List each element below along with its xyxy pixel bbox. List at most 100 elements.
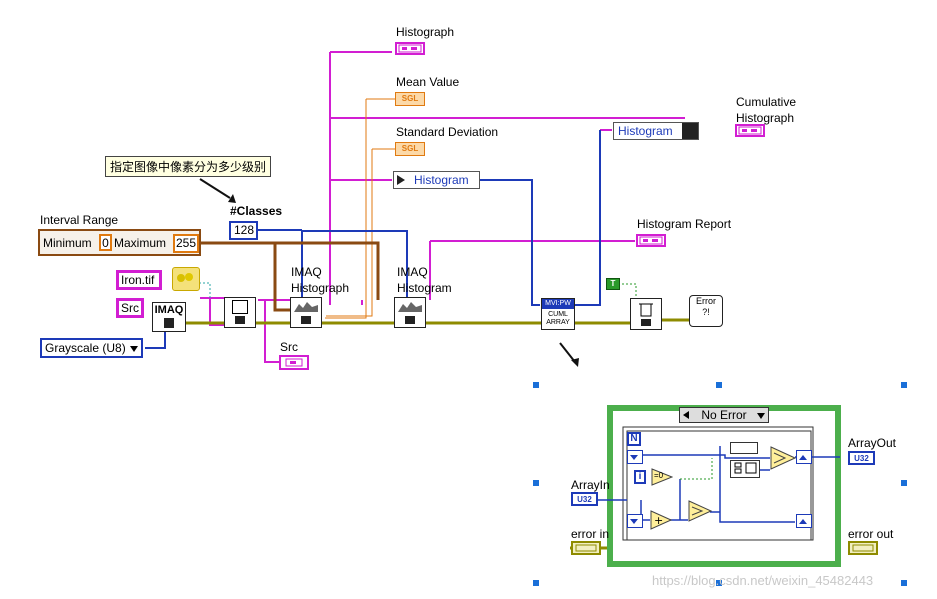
chevron-down-icon [757, 413, 765, 419]
imaq-histogram-label: IMAQ Histogram [397, 265, 452, 295]
case-selector[interactable]: No Error [679, 407, 769, 423]
src-indicator-label: Src [280, 340, 298, 354]
minimum-field[interactable]: 0 [99, 234, 112, 251]
chevron-left-icon [683, 411, 689, 419]
select-icon [770, 446, 797, 470]
compare-icon [651, 468, 674, 486]
histograph-indicator[interactable] [395, 42, 425, 55]
imaq-histogram-node[interactable] [394, 297, 426, 328]
equal-zero-node[interactable]: =0 [651, 468, 674, 486]
std-dev-label: Standard Deviation [396, 125, 499, 139]
error-out-label: error out [848, 527, 894, 541]
imaq-histograph-node[interactable] [290, 297, 322, 328]
equal-zero-label: =0 [654, 471, 664, 480]
src-indicator[interactable] [279, 355, 309, 370]
n-terminal: N [627, 432, 641, 446]
selection-handle[interactable] [533, 480, 539, 486]
cluster-icon [852, 544, 874, 552]
cuml-label: CUML ARRAY [546, 311, 570, 326]
cluster-icon [398, 44, 422, 53]
image-type-control[interactable]: Grayscale (U8) [40, 338, 143, 358]
array-size-node[interactable] [730, 442, 758, 454]
i-terminal: i [634, 470, 646, 484]
src-name-control[interactable]: Src [116, 298, 144, 318]
grid-icon [734, 462, 757, 474]
selection-handle[interactable] [716, 382, 722, 388]
std-dev-indicator[interactable]: SGL [395, 142, 425, 156]
read-file-icon[interactable] [172, 267, 200, 291]
svg-text:+: + [654, 514, 663, 527]
selection-handle[interactable] [901, 382, 907, 388]
bundle-terminal-icon [682, 123, 698, 139]
error-handler-node[interactable]: Error ?! [689, 295, 723, 327]
imaq-create-node[interactable]: IMAQ [152, 302, 186, 332]
classes-tooltip: 指定图像中像素分为多少级别 [105, 156, 272, 177]
imaq-read-file-node[interactable] [224, 297, 256, 328]
histogram-unbundle-node-2[interactable]: Histogram [613, 122, 699, 140]
select-node-top[interactable] [770, 446, 797, 470]
histogram-report-label: Histogram Report [637, 217, 732, 231]
true-constant[interactable]: T [606, 278, 620, 290]
unbundle-label: Histogram [414, 173, 469, 187]
unbundle-label: Histogram [618, 124, 673, 138]
histogram-report-indicator[interactable] [636, 234, 666, 247]
add-node[interactable]: + [650, 510, 673, 530]
mean-value-indicator[interactable]: SGL [395, 92, 425, 106]
imaq-dispose-node[interactable] [630, 298, 662, 330]
selection-handle[interactable] [533, 382, 539, 388]
cluster-icon [738, 126, 762, 135]
classes-label: #Classes [230, 204, 283, 218]
watermark: https://blog.csdn.net/weixin_45482443 [652, 573, 874, 588]
error-in-control[interactable] [571, 541, 601, 555]
image-icon [164, 318, 174, 328]
shift-register-left-top [627, 450, 643, 464]
cluster-icon [575, 544, 597, 552]
cumulative-histograph-label: Cumulative Histograph [736, 95, 797, 125]
case-selector-label: No Error [701, 408, 747, 422]
chevron-down-icon [130, 346, 138, 352]
interval-range-label: Interval Range [40, 213, 119, 227]
interval-range-control[interactable]: Minimum 0 Maximum 255 [38, 229, 201, 256]
image-type-value: Grayscale (U8) [45, 341, 126, 355]
disk-icon [232, 300, 248, 314]
triangle-up-icon [799, 519, 807, 524]
minimum-label: Minimum [43, 236, 92, 250]
histograph-label: Histograph [396, 25, 455, 39]
replace-array-node[interactable] [730, 460, 760, 478]
selection-handle[interactable] [901, 480, 907, 486]
maximum-label: Maximum [114, 236, 167, 250]
error-in-label: error in [571, 527, 610, 541]
selection-handle[interactable] [901, 580, 907, 586]
error-out-indicator[interactable] [848, 541, 878, 555]
histogram-icon [398, 302, 422, 324]
plus-icon: + [650, 510, 673, 530]
triangle-up-icon [799, 455, 807, 460]
imaq-create-label: IMAQ [154, 304, 184, 316]
cuml-header: MVI:PW [542, 299, 574, 309]
array-out-label: ArrayOut [848, 436, 897, 450]
selection-handle[interactable] [533, 580, 539, 586]
triangle-down-icon [630, 455, 638, 460]
maximum-field[interactable]: 255 [173, 234, 199, 253]
select-icon [688, 500, 713, 522]
cuml-array-subvi[interactable]: MVI:PW CUML ARRAY [541, 298, 575, 330]
classes-control[interactable]: 128 [229, 221, 258, 240]
shift-register-right-bottom [796, 514, 812, 528]
histogram-unbundle-node-1[interactable]: Histogram [393, 171, 480, 189]
file-path-control[interactable]: Iron.tif [116, 270, 162, 290]
shift-register-left-bottom [627, 514, 643, 528]
select-node-bottom[interactable] [688, 500, 713, 522]
imaq-histograph-label: IMAQ Histograph [291, 265, 350, 295]
array-in-control[interactable]: U32 [571, 492, 598, 506]
image-icon [285, 358, 303, 367]
cumulative-histograph-indicator[interactable] [735, 124, 765, 137]
array-in-label: ArrayIn [571, 478, 610, 492]
selection-handle[interactable] [716, 580, 722, 586]
play-arrow-icon [397, 175, 405, 185]
histogram-icon [294, 302, 318, 324]
array-out-indicator[interactable]: U32 [848, 451, 875, 465]
triangle-down-icon [630, 519, 638, 524]
shift-register-right-top [796, 450, 812, 464]
trash-icon [639, 303, 653, 326]
